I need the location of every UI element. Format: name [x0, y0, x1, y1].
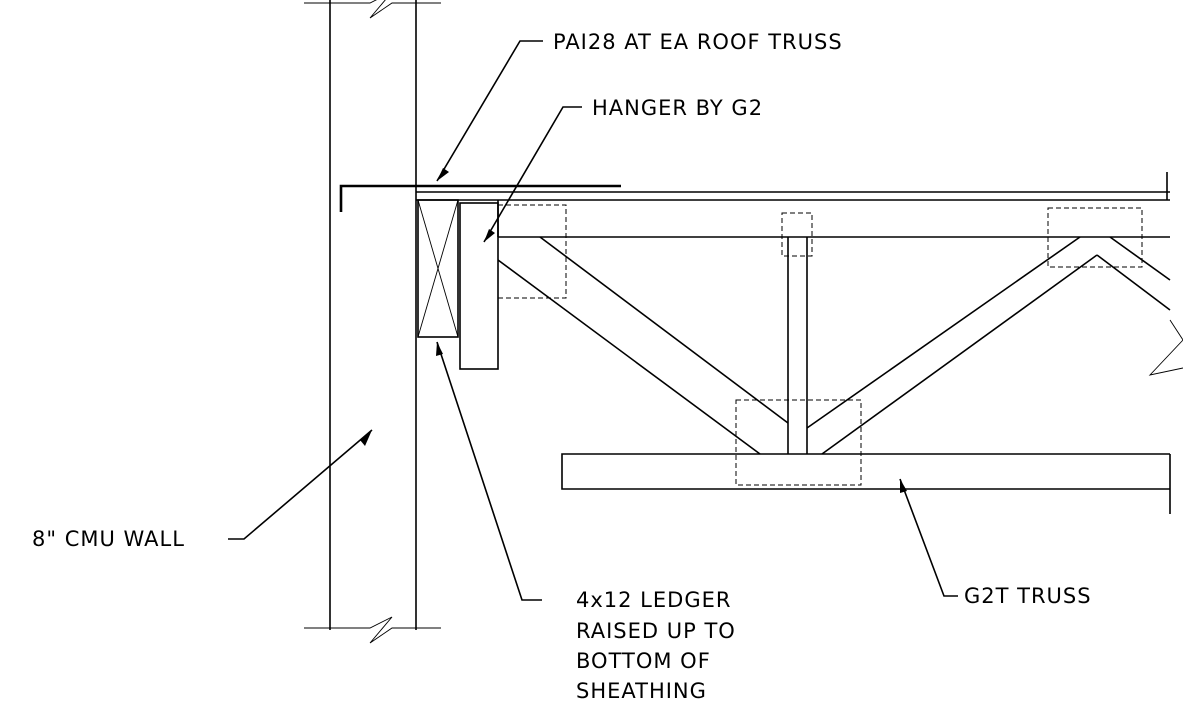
- cmu-wall: [304, 0, 441, 644]
- cmu-wall-label: 8" CMU WALL: [32, 527, 185, 551]
- connector-plates: [497, 204, 1143, 486]
- ledger-label-line-2: RAISED UP TO: [576, 619, 736, 643]
- ledger-label-line-1: 4x12 LEDGER: [576, 588, 731, 612]
- leaders: [228, 40, 958, 601]
- pai28-label: PAI28 AT EA ROOF TRUSS: [553, 30, 843, 54]
- ledger-label-line-4: SHEATHING: [576, 679, 707, 703]
- sheathing: [416, 172, 1170, 201]
- pai28-strap: [339, 184, 621, 212]
- truss-label: G2T TRUSS: [964, 584, 1092, 608]
- hanger-label: HANGER BY G2: [592, 96, 763, 120]
- ledger: [417, 199, 459, 338]
- ledger-label-line-3: BOTTOM OF: [576, 649, 711, 673]
- g2t-truss: [497, 200, 1183, 514]
